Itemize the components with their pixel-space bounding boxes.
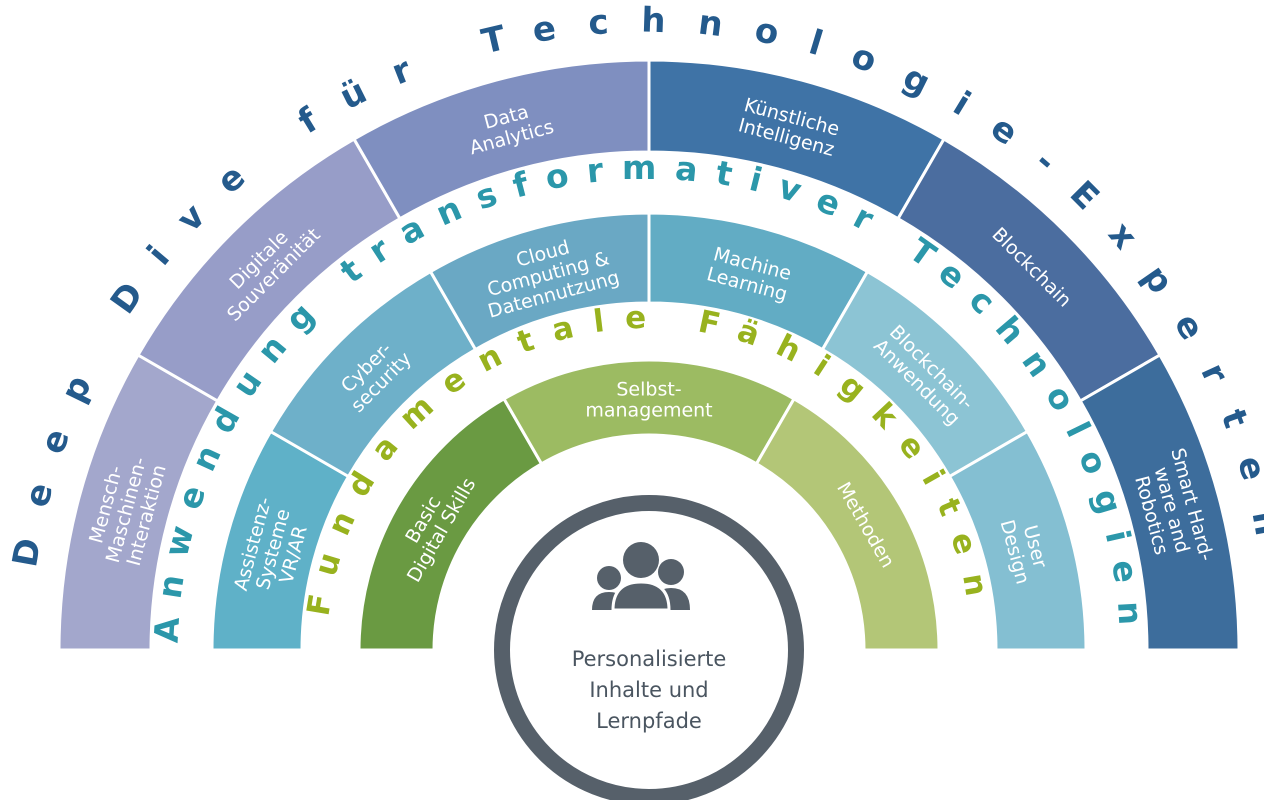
middle-segment-6 (947, 429, 1088, 652)
middle-ring-transformative-technologies: Assistenz-SystemeVR/ARCyber-securityClou… (210, 211, 1088, 652)
inner-ring-fundamental-skills: BasicDigital SkillsSelbst-managementMeth… (357, 358, 941, 652)
inner-segment-3 (754, 396, 941, 652)
people-group-icon (592, 542, 690, 612)
inner-segment-label-2: Selbst-management (585, 379, 712, 422)
outer-ring-technology-experts: Mensch-Maschinen-InteraktionDigitaleSouv… (57, 58, 1241, 652)
outer-segment-6 (1078, 352, 1241, 652)
